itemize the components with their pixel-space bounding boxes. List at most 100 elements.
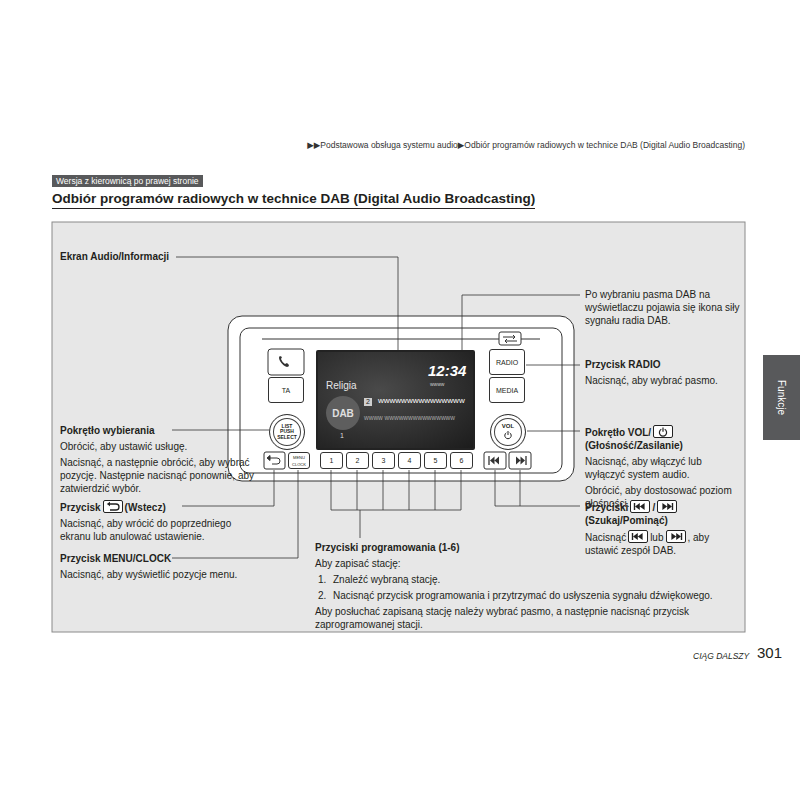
button-label: 1 <box>330 457 334 464</box>
menu-button: MENU CLOCK <box>288 452 310 469</box>
callout-group: Wersja z kierownicą po prawej stronie <box>52 175 203 187</box>
prev-icon <box>630 500 650 513</box>
prev-icon <box>628 530 648 543</box>
callout-text: Przycisk <box>60 502 101 513</box>
callout-group: Przycisk RADIO Nacisnąć, aby wybrać pasmo… <box>585 358 742 387</box>
callout-group: Przyciski/(Szukaj/Pominąć)Nacisnąćlub, a… <box>585 500 742 557</box>
callout-line: Przycisk RADIO <box>585 358 742 371</box>
screen-text: 1 <box>340 432 344 440</box>
title-text: Odbiór programów radiowych w technice DA… <box>52 191 535 206</box>
callout-group: CIĄG DALSZY <box>693 650 749 663</box>
callout-line: Nacisnąć, aby wrócić do poprzedniego ekr… <box>60 517 260 543</box>
callout-line: Aby zapisać stację: <box>315 557 740 570</box>
callout-group: ▶▶Podstawowa obsługa systemu audio▶Odbió… <box>307 139 745 152</box>
callout-line: Nacisnąćlub, aby ustawić zespół DAB. <box>585 530 742 557</box>
callout-text: (Głośność/Zasilanie) <box>585 440 683 451</box>
callout-text: Nacisnąć, aby wybrać pasmo. <box>585 375 718 386</box>
button-label: 3 <box>382 457 386 464</box>
preset-button: 2 <box>346 452 369 469</box>
callout-text: Nacisnąć, a następnie obrócić, aby wybra… <box>60 457 254 494</box>
callout-text: Aby posłuchać zapisaną stację należy wyb… <box>315 606 689 630</box>
screen-text: 2 <box>364 398 372 406</box>
callout-group: Przycisk(Wstecz) Nacisnąć, aby wrócić do … <box>60 500 260 543</box>
callout-text: Aby zapisać stację: <box>315 558 401 569</box>
callout-text: / <box>652 502 655 513</box>
preset-button: 4 <box>398 452 421 469</box>
callout-line: Pokrętło wybierania <box>60 424 255 437</box>
leader-lines <box>172 257 580 558</box>
screen-text: Religia <box>326 380 357 391</box>
callout-line: Obrócić, aby ustawić usługę. <box>60 440 255 453</box>
callout-line: Przycisk MENU/CLOCK <box>60 552 260 565</box>
preset-button: 3 <box>372 452 395 469</box>
callout-text: Nacisnąć, aby wrócić do poprzedniego ekr… <box>60 518 231 542</box>
callout-line: Nacisnąć, aby wybrać pasmo. <box>585 374 742 387</box>
list-number: 1. <box>318 573 326 586</box>
selector-knob: LIST PUSH SELECT <box>269 414 305 450</box>
callout-line: Przycisk(Wstecz) <box>60 500 260 514</box>
next-icon <box>666 530 686 543</box>
callout-text: Przyciski <box>585 502 628 513</box>
callout-line: Pokrętło VOL/ (Głośność/Zasilanie) <box>585 425 742 452</box>
button-label: MEDIA <box>496 387 518 394</box>
callout-line: Po wybraniu pasma DAB na wyświetlaczu po… <box>585 288 742 327</box>
side-tab-text: Funkcje <box>763 355 800 440</box>
callout-line: 301 <box>757 644 782 662</box>
callout-group: Po wybraniu pasma DAB na wyświetlaczu po… <box>585 288 742 327</box>
preset-button: 6 <box>450 452 473 469</box>
callout-group: Ekran Audio/Informacji <box>60 250 180 263</box>
callout-group: Przyciski programowania (1-6) Aby zapisać… <box>315 541 740 631</box>
side-tab <box>763 355 800 440</box>
callout-text: Wersja z kierownicą po prawej stronie <box>56 176 199 186</box>
callout-line: Ekran Audio/Informacji <box>60 250 180 263</box>
callout-line: Nacisnąć, aby włączyć lub wyłączyć syste… <box>585 455 742 481</box>
callout-group: Pokrętło VOL/ (Głośność/Zasilanie) Nacisną… <box>585 425 742 510</box>
button-label: VOL <box>502 424 514 430</box>
callout-line: ▶▶Podstawowa obsługa systemu audio▶Odbió… <box>307 139 745 152</box>
list-number: 2. <box>318 589 326 602</box>
screen-text: wwww <box>430 382 444 388</box>
button-label: TA <box>282 387 290 394</box>
callout-text: lub <box>650 532 663 543</box>
media-button: MEDIA <box>489 377 525 403</box>
preset-button: 5 <box>424 452 447 469</box>
power-symbol <box>503 430 513 440</box>
callout-text: Nacisnąć, aby włączyć lub wyłączyć syste… <box>585 456 702 480</box>
tab-text: Funkcje <box>775 380 788 415</box>
screen-text: wwwwwwwwwwwwwww <box>378 397 465 406</box>
display-screen: Religia12:34wwwwDAB12wwwwwwwwwwwwwwwwwww… <box>316 350 475 450</box>
callout-text: Przyciski programowania (1-6) <box>315 542 460 553</box>
callout-text: Nacisnąć, aby wyświetlić pozycje menu. <box>60 569 237 580</box>
button-label: 6 <box>460 457 464 464</box>
button-label: LIST PUSH SELECT <box>274 424 300 441</box>
next-icon <box>657 500 677 513</box>
callout-line: 1.Znaleźć wybraną stację. <box>315 573 740 586</box>
callout-text: Pokrętło wybierania <box>60 425 154 436</box>
callout-text: Pokrętło VOL/ <box>585 427 651 438</box>
callout-text: Przycisk MENU/CLOCK <box>60 553 171 564</box>
button-label: 4 <box>408 457 412 464</box>
callout-text: Nacisnąć przycisk programowania i przytr… <box>333 590 713 601</box>
callout-group: Przycisk MENU/CLOCK Nacisnąć, aby wyświet… <box>60 552 260 581</box>
screen-text: DAB <box>326 396 360 430</box>
button-label: 5 <box>434 457 438 464</box>
callout-line: Przyciski/(Szukaj/Pominąć) <box>585 500 742 527</box>
power-icon <box>653 425 673 438</box>
back-icon <box>103 500 123 513</box>
callout-text: 301 <box>757 644 782 661</box>
figure-panel <box>52 222 745 632</box>
callout-line: CIĄG DALSZY <box>693 650 749 663</box>
callout-line: Wersja z kierownicą po prawej stronie <box>56 175 199 187</box>
button-label: RADIO <box>496 359 518 366</box>
button-label: MENU CLOCK <box>289 454 309 468</box>
radio-button: RADIO <box>489 349 525 375</box>
callout-line: 2. Nacisnąć przycisk programowania i przy… <box>315 589 740 602</box>
callout-group: Pokrętło wybieraniaObrócić, aby ustawić … <box>60 424 255 495</box>
callout-line: Nacisnąć, aby wyświetlić pozycje menu. <box>60 568 260 581</box>
ta-button: TA <box>268 377 304 403</box>
preset-button: 1 <box>320 452 343 469</box>
callout-text: Obrócić, aby ustawić usługę. <box>60 441 187 452</box>
vol-knob: VOL <box>490 414 526 450</box>
page-title: Odbiór programów radiowych w technice DA… <box>52 190 535 209</box>
